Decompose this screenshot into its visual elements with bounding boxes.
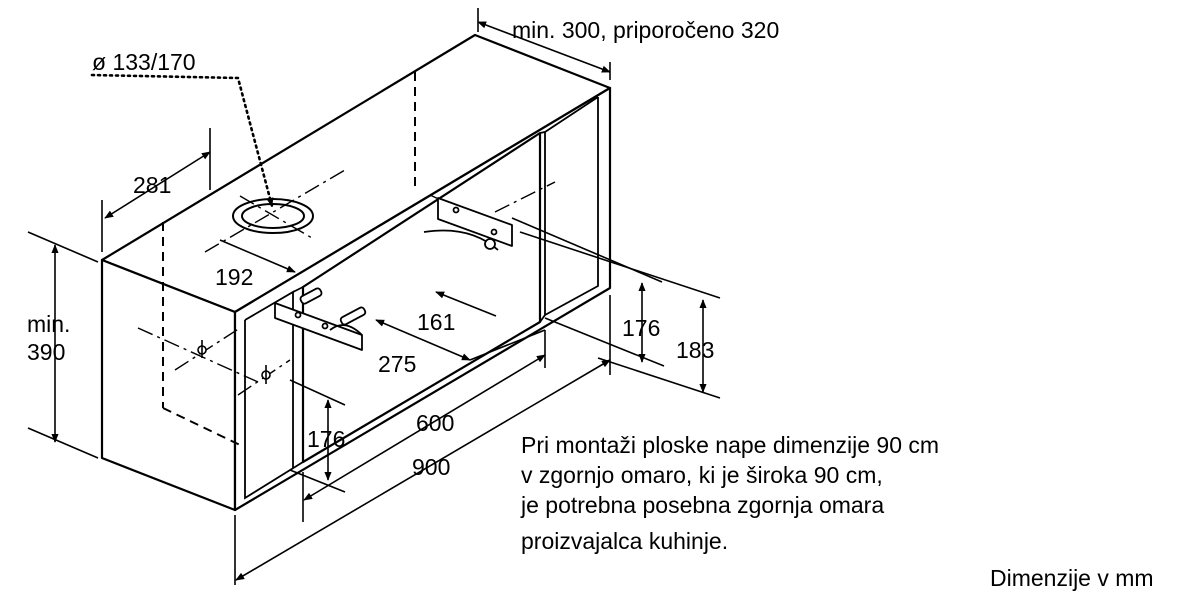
note-line-4: proizvajalca kuhinje. — [521, 528, 729, 554]
dim-min-label: min. — [27, 311, 70, 337]
dim-top-width: min. 300, priporočeno 320 — [512, 17, 779, 43]
dim-900: 900 — [412, 454, 450, 480]
dim-176-right: 176 — [622, 315, 660, 341]
units-label: Dimenzije v mm — [990, 565, 1154, 591]
dim-duct-diameter: ø 133/170 — [92, 49, 196, 75]
dim-161: 161 — [417, 309, 455, 335]
dim-600: 600 — [416, 410, 454, 436]
note-line-2: v zgornjo omaro, ki je široka 90 cm, — [521, 462, 883, 488]
installation-note: Pri montaži ploske nape dimenzije 90 cm … — [521, 430, 939, 556]
dim-183: 183 — [676, 337, 714, 363]
dim-176-left: 176 — [307, 426, 345, 452]
dim-275: 275 — [378, 351, 416, 377]
dimension-lines — [27, 8, 721, 585]
dim-192: 192 — [215, 264, 253, 290]
right-bracket — [423, 197, 513, 251]
note-line-3: je potrebna posebna zgornja omara — [521, 492, 885, 518]
dim-390: 390 — [27, 339, 65, 365]
hidden-edges — [162, 72, 416, 446]
note-line-1: Pri montaži ploske nape dimenzije 90 cm — [521, 432, 940, 458]
left-bracket — [274, 287, 367, 351]
dim-281: 281 — [133, 172, 171, 198]
